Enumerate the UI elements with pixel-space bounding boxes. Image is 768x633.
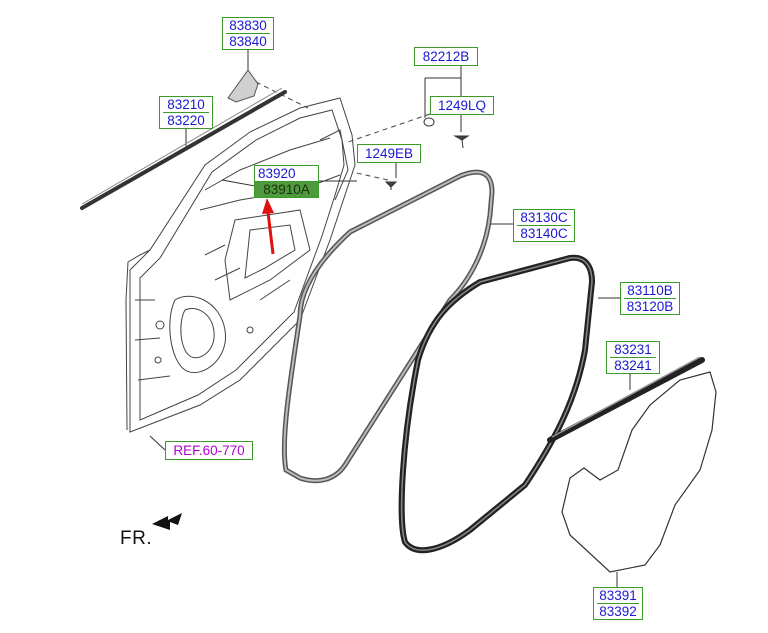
label-clip[interactable]: 1249LQ xyxy=(430,96,494,115)
part-number-83241: 83241 xyxy=(610,357,656,373)
body-weatherstrip xyxy=(281,169,495,484)
part-number-83830: 83830 xyxy=(229,18,267,33)
part-number-83210: 83210 xyxy=(167,97,205,112)
part-number-83840: 83840 xyxy=(226,33,270,49)
lower-channel xyxy=(547,356,705,443)
belt-weatherstrip xyxy=(80,87,287,210)
label-reference[interactable]: REF.60-770 xyxy=(165,441,253,460)
part-number-83391: 83391 xyxy=(599,588,637,603)
label-sealing-inner[interactable]: 83920 83910A xyxy=(254,165,319,198)
part-number-1249eb: 1249EB xyxy=(364,146,414,161)
part-number-83231: 83231 xyxy=(614,342,652,357)
part-number-83910a: 83910A xyxy=(255,181,318,197)
cap-part xyxy=(227,69,259,103)
label-belt[interactable]: 83210 83220 xyxy=(159,96,213,129)
label-film[interactable]: 83391 83392 xyxy=(593,587,643,620)
part-number-1249lq: 1249LQ xyxy=(437,98,487,113)
label-clip-group[interactable]: 82212B xyxy=(414,47,478,66)
part-number-83140c: 83140C xyxy=(517,225,571,241)
label-bolt[interactable]: 1249EB xyxy=(357,144,421,163)
part-number-83220: 83220 xyxy=(163,112,209,128)
part-number-83920: 83920 xyxy=(258,166,296,181)
label-body-weatherstrip[interactable]: 83130C 83140C xyxy=(513,209,575,242)
part-number-83110b: 83110B xyxy=(627,283,673,298)
label-door-weatherstrip[interactable]: 83110B 83120B xyxy=(620,282,680,315)
part-number-83392: 83392 xyxy=(597,603,639,619)
part-number-83120b: 83120B xyxy=(624,298,676,314)
pointer-arrow xyxy=(262,198,275,255)
label-cap[interactable]: 83830 83840 xyxy=(222,17,274,50)
reference-number: REF.60-770 xyxy=(173,443,245,458)
front-arrow-icon xyxy=(152,513,182,530)
part-number-83130c: 83130C xyxy=(520,210,568,225)
front-direction-label: FR. xyxy=(120,528,153,549)
fastener-parts xyxy=(384,117,470,190)
part-number-82212b: 82212B xyxy=(422,49,470,64)
door-film xyxy=(561,371,717,573)
door-weatherstrip xyxy=(398,254,596,553)
label-lower-channel[interactable]: 83231 83241 xyxy=(606,341,660,374)
